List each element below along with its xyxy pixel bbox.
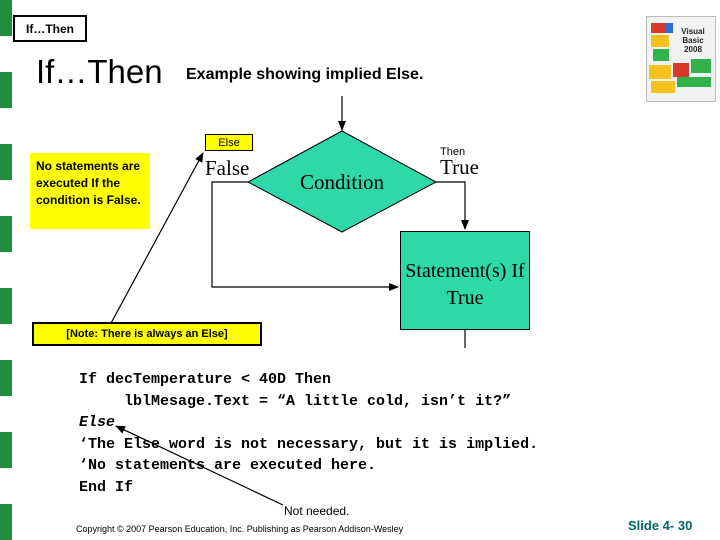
code-line: End If (79, 478, 134, 496)
condition-label: Condition (299, 170, 384, 194)
code-line: Else (79, 414, 116, 431)
true-label: True (440, 155, 479, 179)
decorative-left-bar (0, 0, 12, 540)
book-cover-logo: Visual Basic 2008 (646, 16, 716, 102)
no-statements-note: No statements are executed If the condit… (30, 153, 150, 229)
code-block: If decTemperature < 40D Then lblMesage.T… (79, 369, 538, 498)
false-label: False (205, 156, 250, 180)
not-needed-annotation: Not needed. (284, 504, 350, 518)
false-branch-line (211, 181, 399, 291)
slide-title: If…Then (36, 53, 163, 90)
statement-box: Statement(s) If True (400, 231, 530, 330)
code-line: ‘No statements are executed here. (79, 457, 377, 474)
slide-subtitle: Example showing implied Else. (186, 66, 424, 83)
true-branch-line (436, 181, 469, 230)
then-label: Then (440, 146, 466, 158)
code-line: If decTemperature < 40D Then (79, 371, 332, 388)
code-line: lblMesage.Text = “A little cold, isn’t i… (79, 392, 512, 410)
always-else-note: [Note: There is always an Else] (32, 322, 262, 346)
copyright-footer: Copyright © 2007 Pearson Education, Inc.… (76, 524, 404, 534)
code-line: ‘The Else word is not necessary, but it … (79, 435, 539, 453)
slide-tab-label: If…Then (13, 15, 87, 42)
slide-number: Slide 4- 30 (628, 518, 693, 533)
else-label: Else (205, 134, 253, 151)
logo-text: Visual Basic 2008 (681, 27, 705, 54)
